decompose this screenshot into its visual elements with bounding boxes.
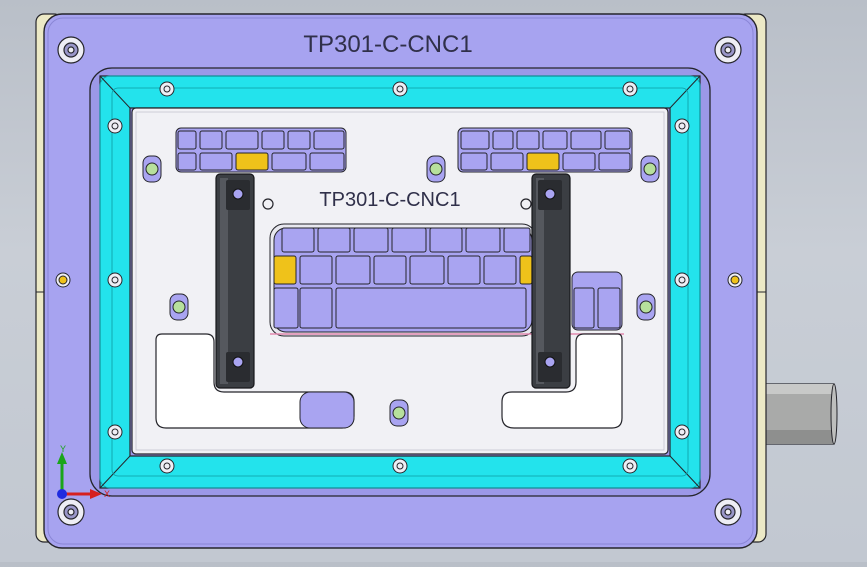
keycap-group-side[interactable] (571, 271, 623, 331)
plate-label: TP301-C-CNC1 (303, 31, 472, 58)
hole (262, 198, 274, 210)
keycap-group-right[interactable] (457, 127, 633, 173)
y-axis-label: Y (60, 444, 66, 454)
clamp-bar-right[interactable] (531, 173, 571, 389)
pin (169, 293, 189, 321)
pin (636, 293, 656, 321)
keyboard-pocket[interactable] (269, 223, 537, 337)
cutout-right (501, 333, 623, 429)
frame-screws (107, 81, 690, 474)
pin (142, 155, 162, 183)
pin (426, 155, 446, 183)
corner-screws (57, 36, 742, 526)
pin (389, 399, 409, 427)
keycap-group-left[interactable] (175, 127, 347, 173)
x-axis-label: X (104, 489, 110, 499)
pin (640, 155, 660, 183)
hole (520, 198, 532, 210)
locating-pins[interactable] (142, 155, 660, 427)
insert-label: TP301-C-CNC1 (319, 189, 460, 211)
clamp-bar-left[interactable] (215, 173, 255, 389)
side-dowels (55, 272, 743, 288)
axis-triad[interactable]: Y X (57, 444, 110, 499)
